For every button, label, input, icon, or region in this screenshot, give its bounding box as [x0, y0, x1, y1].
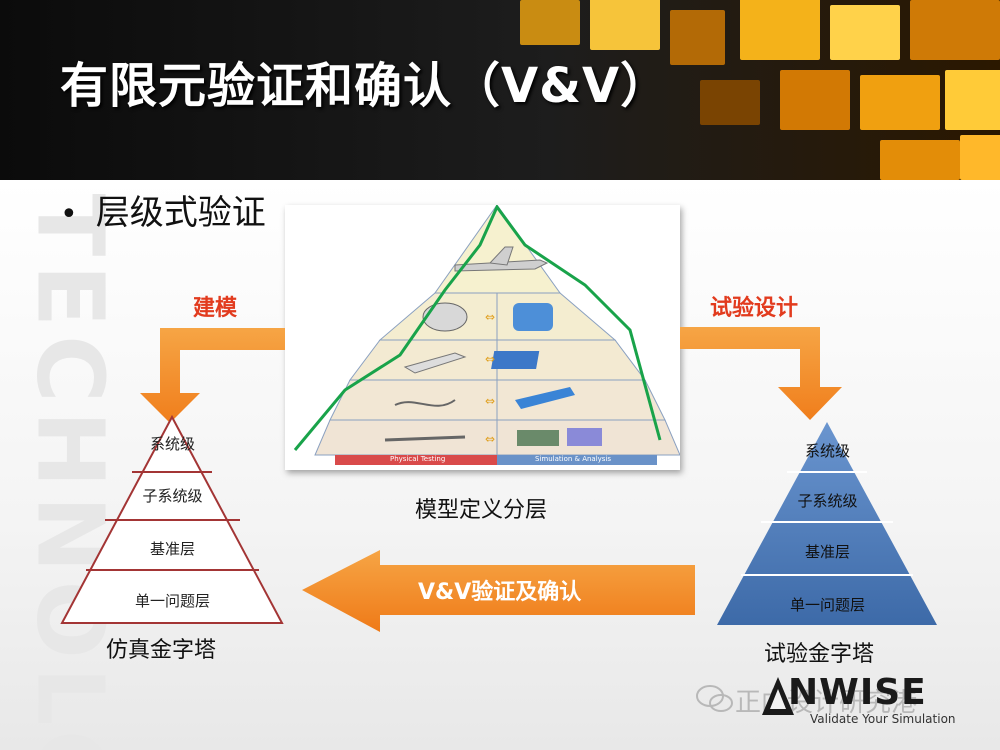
page-title: 有限元验证和确认（V&V）	[60, 58, 670, 114]
physical-testing-caption: Physical Testing	[390, 455, 446, 463]
test-design-arrow-icon	[680, 327, 842, 420]
sim-level-single-issue: 单一问题层	[134, 592, 210, 610]
bullet-dot-icon: •	[60, 197, 78, 232]
vv-arrow-label: V&V验证及确认	[418, 580, 582, 605]
bullet-item: • 层级式验证	[60, 185, 266, 234]
svg-text:⇔: ⇔	[485, 432, 495, 446]
svg-text:⇔: ⇔	[485, 310, 495, 324]
logo-name: NWISE	[788, 672, 927, 713]
nwise-logo-icon	[762, 677, 794, 715]
model-layers-label: 模型定义分层	[415, 498, 548, 523]
sim-level-subsystem: 子系统级	[142, 487, 203, 505]
test-design-label: 试验设计	[710, 296, 799, 321]
vv-arrow-icon	[302, 550, 695, 632]
simulation-caption: Simulation & Analysis	[535, 455, 612, 463]
test-level-system: 系统级	[804, 442, 850, 460]
model-layer-diagram: ⇔ ⇔ ⇔ ⇔ Physical Testing Simulation & An…	[285, 204, 681, 470]
wechat-icon	[696, 685, 733, 712]
bullet-text: 层级式验证	[95, 193, 266, 233]
sim-level-benchmark: 基准层	[149, 540, 195, 558]
test-level-subsystem: 子系统级	[797, 492, 858, 510]
modeling-arrow-icon	[140, 328, 285, 423]
logo-tagline: Validate Your Simulation	[810, 712, 956, 726]
test-pyramid	[717, 422, 937, 625]
test-pyramid-label: 试验金字塔	[764, 642, 875, 667]
header-banner: 有限元验证和确认（V&V）	[0, 0, 1000, 180]
sim-level-system: 系统级	[149, 435, 195, 453]
svg-text:⇔: ⇔	[485, 352, 495, 366]
svg-text:⇔: ⇔	[485, 394, 495, 408]
simulation-pyramid	[60, 415, 284, 624]
test-level-benchmark: 基准层	[804, 543, 850, 561]
simulation-pyramid-label: 仿真金字塔	[106, 638, 217, 663]
test-level-single-issue: 单一问题层	[789, 596, 865, 614]
modeling-label: 建模	[193, 296, 238, 321]
model-pyramid-graphic: ⇔ ⇔ ⇔ ⇔	[293, 204, 681, 465]
